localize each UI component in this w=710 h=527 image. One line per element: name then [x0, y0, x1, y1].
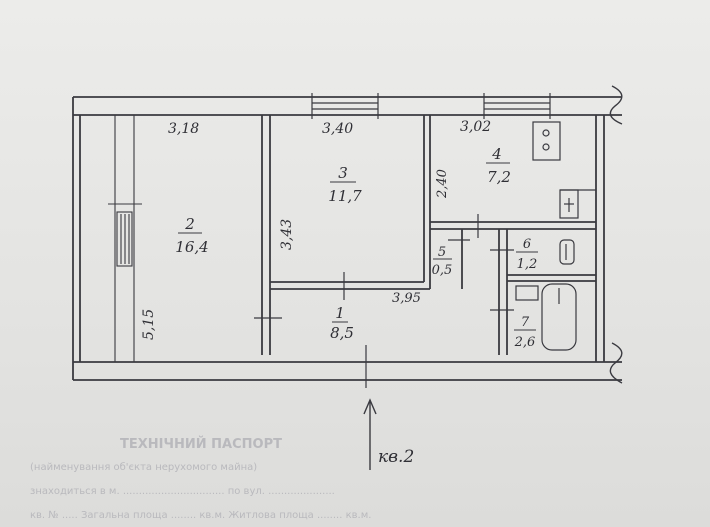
window-room-4	[483, 93, 551, 119]
kitchen-sink-icon	[559, 189, 579, 219]
dim-room-3-length: 3,43	[279, 219, 295, 250]
form-title: ТЕХНІЧНИЙ ПАСПОРТ	[120, 436, 282, 452]
entrance-arrow-icon	[363, 398, 377, 470]
break-mark-top	[609, 85, 623, 125]
form-line-2: знаходиться в м. .......................…	[30, 486, 335, 497]
window-room-2	[108, 115, 142, 362]
room-labels: 1 8,5 2 16,4 3 11,7 4 7,2 5 0,5 6 1,2 7 …	[175, 145, 538, 350]
toilet-icon	[559, 239, 575, 265]
room-2-area: 16,4	[175, 238, 208, 256]
bathtub-icon	[515, 283, 577, 351]
dim-room-3-width: 3,40	[322, 121, 353, 137]
room-3-area: 11,7	[328, 187, 362, 205]
room-5-number: 5	[438, 245, 446, 260]
interior-walls	[261, 115, 596, 355]
door-marks	[254, 189, 596, 388]
room-3-number: 3	[338, 164, 348, 182]
dim-hall-length: 3,95	[392, 291, 421, 306]
room-7-area: 2,6	[514, 335, 536, 350]
dim-room-2-width: 3,18	[168, 121, 199, 137]
break-mark-bottom	[609, 342, 623, 384]
stove-icon	[532, 121, 561, 161]
window-room-3	[311, 93, 379, 119]
dim-room-4-width: 3,02	[460, 119, 491, 135]
dim-room-4-length: 2,40	[435, 169, 450, 199]
outer-walls	[72, 96, 622, 381]
form-line-3: кв. № ..... Загальна площа ........ кв.м…	[30, 510, 371, 521]
room-4-area: 7,2	[487, 168, 511, 186]
room-1-number: 1	[335, 304, 345, 322]
room-1-area: 8,5	[330, 324, 354, 342]
room-7-number: 7	[521, 315, 530, 330]
room-6-number: 6	[523, 237, 531, 252]
room-2-number: 2	[184, 215, 195, 233]
room-4-number: 4	[491, 145, 502, 163]
room-6-area: 1,2	[517, 257, 538, 272]
room-5-area: 0,5	[432, 263, 453, 278]
dim-room-2-length: 5,15	[141, 309, 157, 340]
form-line-1: (найменування об'єкта нерухомого майна)	[30, 462, 257, 473]
dimension-labels: 3,18 3,40 3,02 3,95 5,15 3,43 2,40	[141, 119, 491, 340]
entrance-label: кв.2	[378, 447, 414, 467]
